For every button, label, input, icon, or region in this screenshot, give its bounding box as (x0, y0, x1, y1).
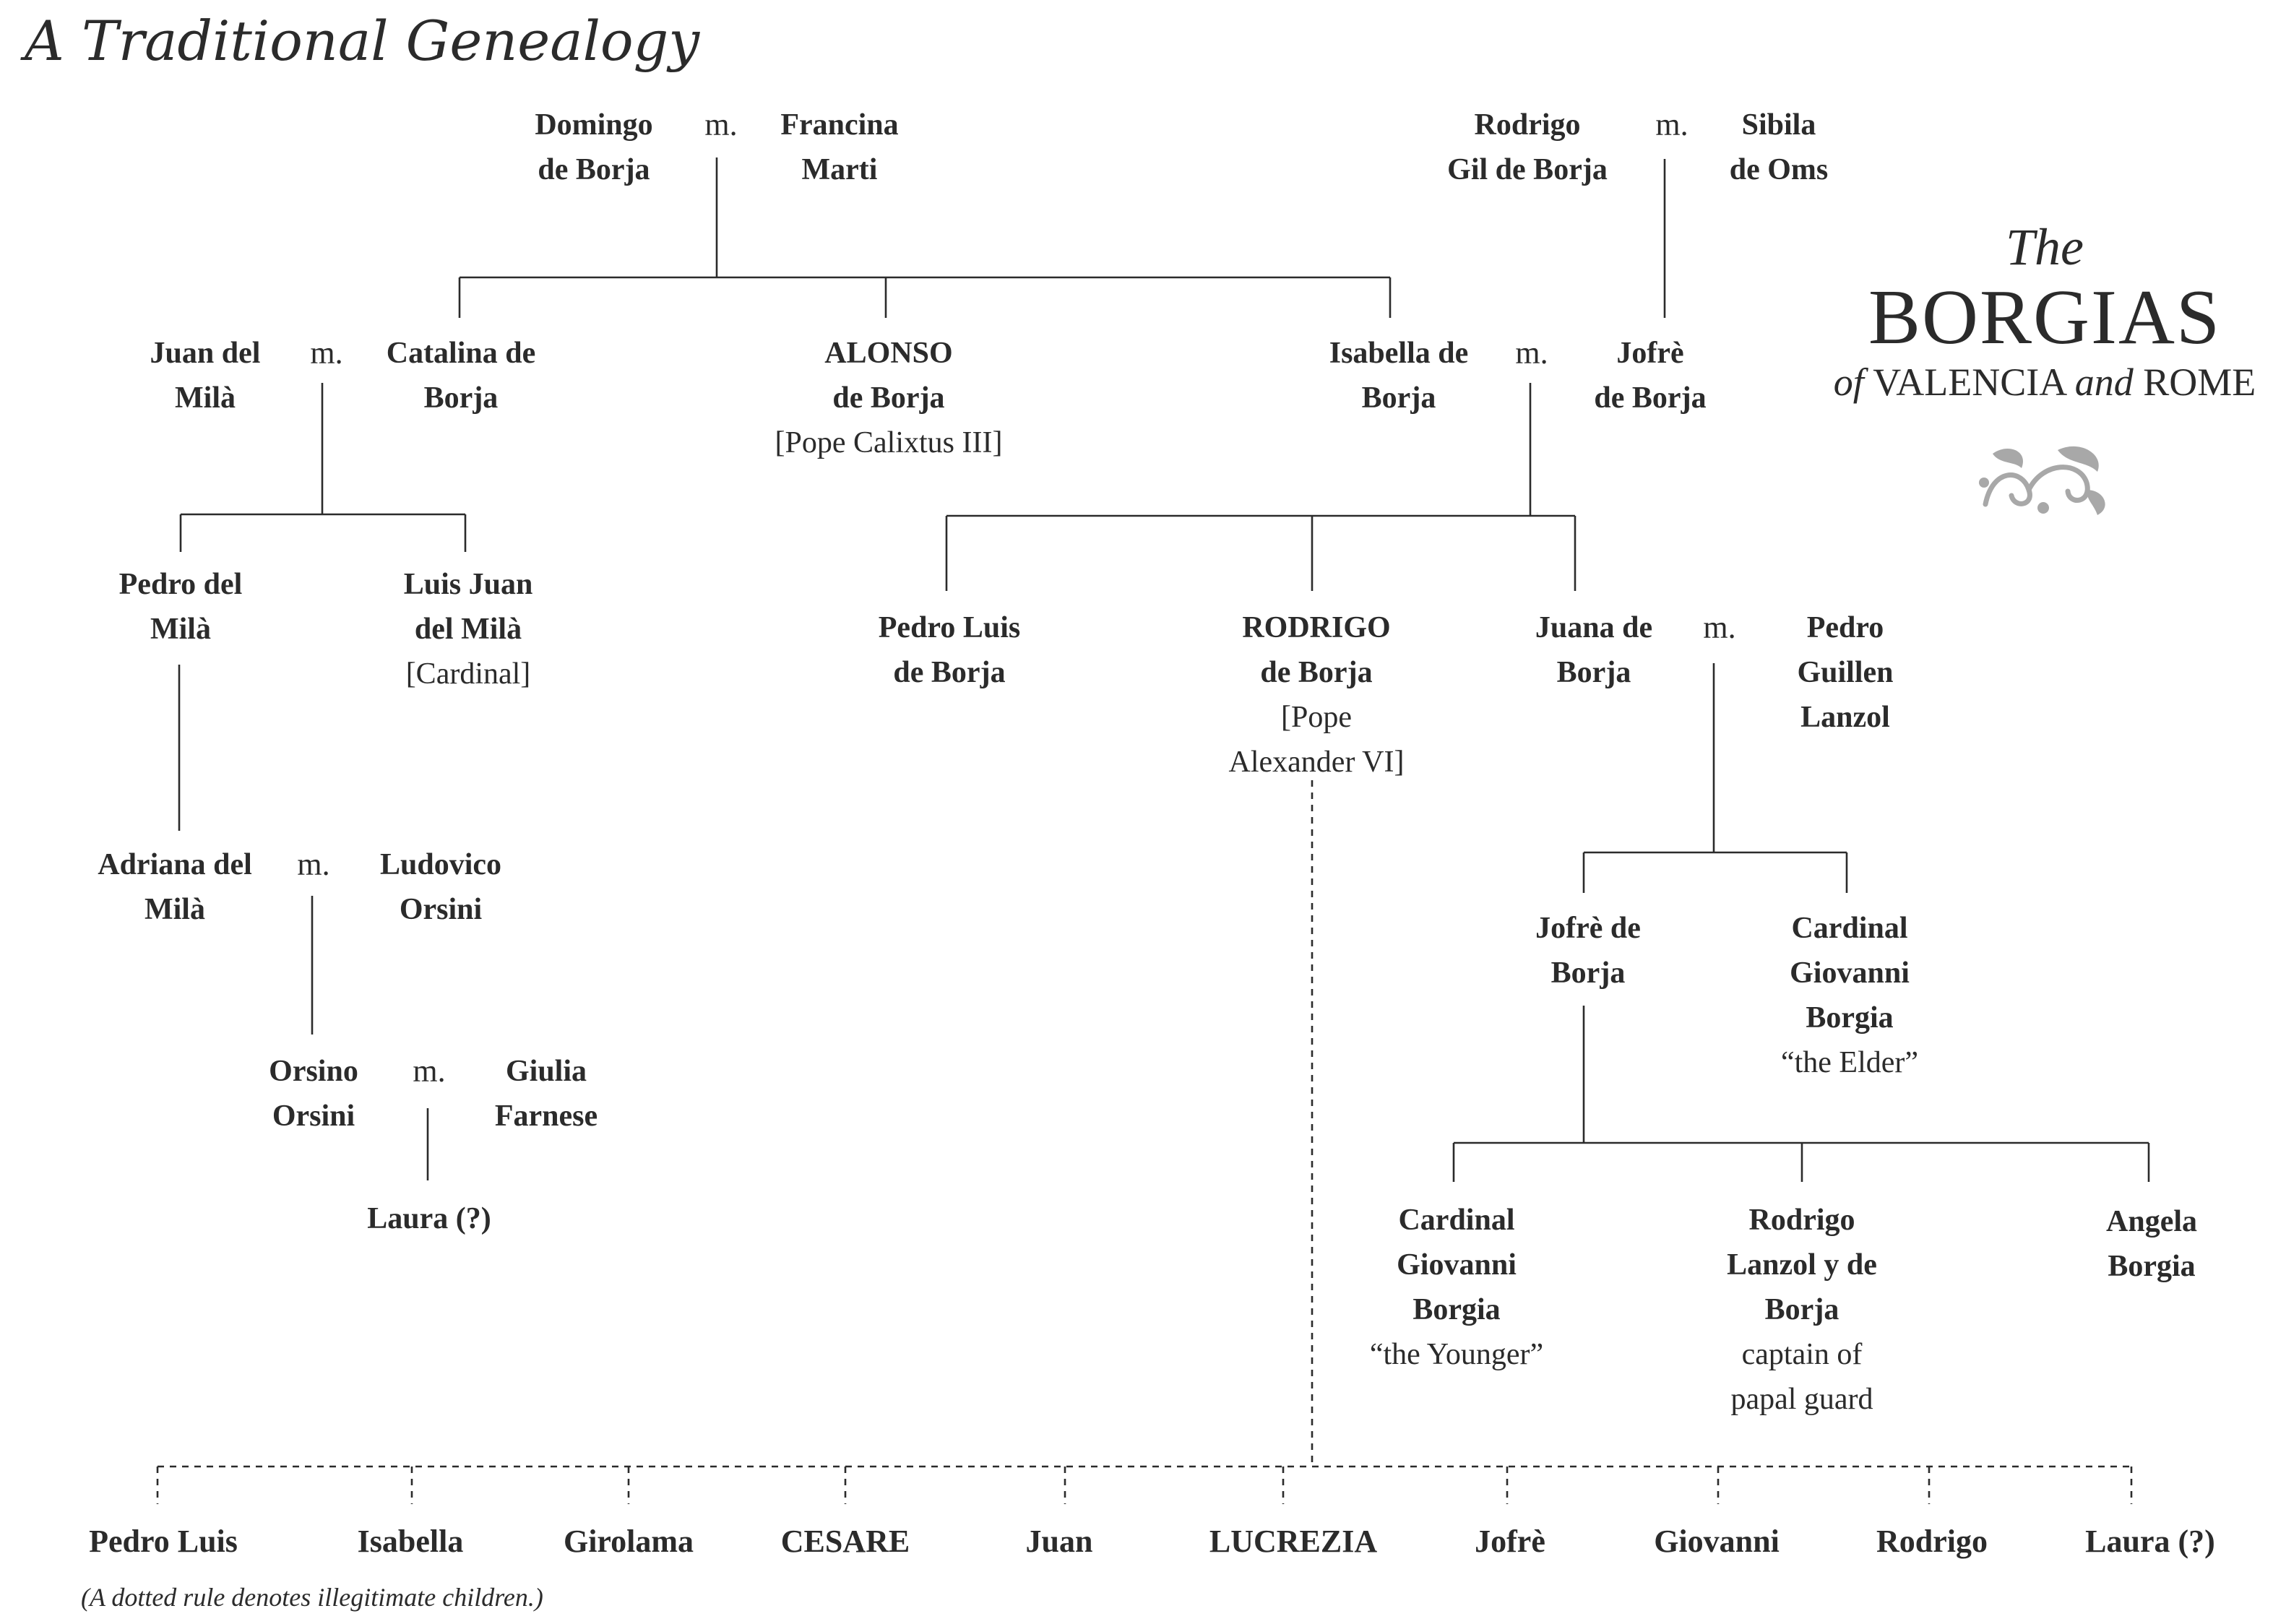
marriage-mark: m. (1515, 335, 1548, 371)
person-pedro-guillen: Pedro Guillen Lanzol (1797, 611, 1894, 734)
brand-valencia: VALENCIA (1873, 360, 2066, 404)
person-luis-juan: Luis Juan del Milà[Cardinal] (404, 562, 533, 696)
marriage-mark: m. (413, 1053, 446, 1089)
person-sibila: Sibila de Oms (1729, 108, 1829, 186)
person-cardinal-elder: Cardinal Giovanni Borgia“the Elder” (1781, 906, 1918, 1085)
person-jofre-de-borja-2: Jofrè de Borja (1535, 912, 1641, 990)
person-giulia: Giulia Farnese (494, 1055, 598, 1133)
cardinal-younger-note: “the Younger” (1369, 1338, 1544, 1371)
person-catalina: Catalina de Borja (386, 337, 536, 415)
marriage-mark: m. (704, 107, 738, 142)
person-laura-orsini: Laura (?) (367, 1202, 491, 1235)
brand-the: The (2006, 218, 2084, 276)
person-ludovico: Ludovico Orsini (379, 848, 502, 926)
child-pedro-luis: Pedro Luis (89, 1524, 238, 1559)
child-girolama: Girolama (563, 1524, 694, 1559)
brand-and: and (2074, 360, 2134, 404)
brand-borgias: BORGIAS (1868, 275, 2222, 360)
child-cesare: CESARE (780, 1524, 910, 1559)
child-rodrigo: Rodrigo (1876, 1524, 1988, 1559)
luis-juan-note: [Cardinal] (405, 657, 531, 691)
child-jofre: Jofrè (1475, 1524, 1545, 1559)
person-pedro-luis-borja: Pedro Luis de Borja (878, 611, 1021, 689)
marriage-mark: m. (1655, 107, 1688, 142)
person-angela: Angela Borgia (2106, 1205, 2197, 1283)
marriage-mark: m. (1703, 610, 1736, 645)
rodrigo-lanzol-note: captain of papal guard (1730, 1338, 1873, 1416)
person-pedro-mila: Pedro del Milà (118, 568, 243, 646)
person-juana: Juana de Borja (1535, 611, 1653, 689)
brand-block: The BORGIAS of VALENCIA and ROME (1828, 217, 2261, 406)
alonso-note: [Pope Calixtus III] (775, 426, 1003, 459)
brand-subtitle: of VALENCIA and ROME (1828, 358, 2261, 406)
person-rodrigo-gil: Rodrigo Gil de Borja (1447, 108, 1608, 186)
person-adriana: Adriana del Milà (98, 848, 252, 926)
marriage-mark: m. (297, 847, 330, 882)
person-jofre-borja: Jofrè de Borja (1594, 337, 1707, 415)
floral-ornament-icon (1979, 446, 2105, 515)
brand-rome: ROME (2143, 360, 2256, 404)
brand-of: of (1833, 360, 1864, 404)
child-laura: Laura (?) (2085, 1524, 2215, 1559)
rodrigo-note: [Pope Alexander VI] (1228, 701, 1405, 779)
person-isabella-borja: Isabella de Borja (1329, 337, 1469, 415)
person-francina: Francina Marti (780, 108, 899, 186)
child-juan: Juan (1025, 1524, 1093, 1559)
person-rodrigo-borja: RODRIGO de Borja[Pope Alexander VI] (1229, 605, 1405, 785)
person-cardinal-younger: Cardinal Giovanni Borgia“the Younger” (1370, 1198, 1543, 1377)
cardinal-elder-note: “the Elder” (1780, 1046, 1919, 1079)
person-alonso: ALONSO de Borja[Pope Calixtus III] (775, 331, 1003, 465)
footnote: (A dotted rule denotes illegitimate chil… (81, 1583, 543, 1612)
person-juan-mila: Juan del Milà (150, 337, 261, 415)
child-giovanni: Giovanni (1654, 1524, 1780, 1559)
person-orsino: Orsino Orsini (269, 1055, 358, 1133)
child-lucrezia: LUCREZIA (1209, 1524, 1378, 1559)
person-domingo: Domingo de Borja (535, 108, 653, 186)
marriage-mark: m. (310, 335, 343, 371)
child-isabella: Isabella (357, 1524, 464, 1559)
page-title: A Traditional Genealogy (25, 9, 700, 73)
